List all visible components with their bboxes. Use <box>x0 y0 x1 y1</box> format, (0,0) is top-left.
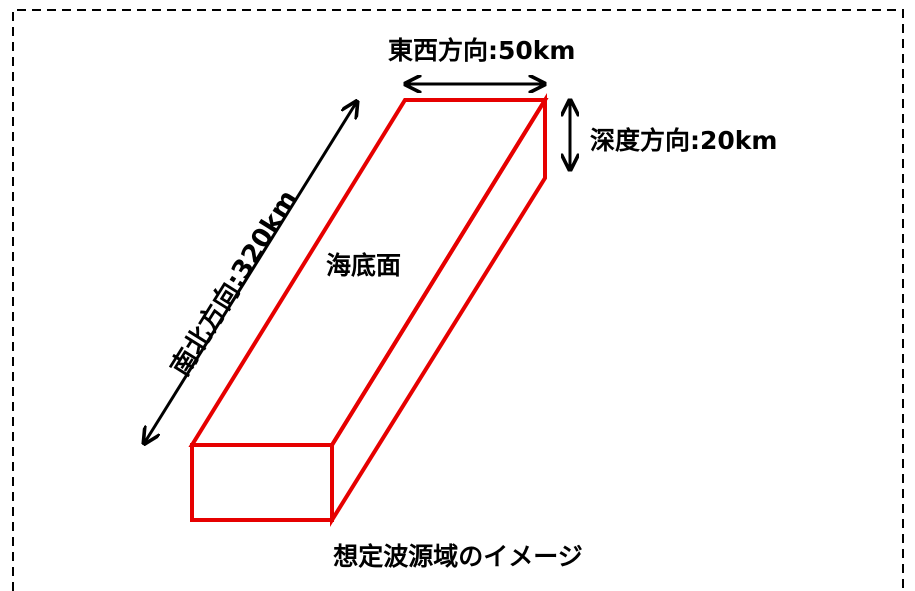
north-south-label: 南北方向:320km <box>165 185 304 382</box>
caption: 想定波源域のイメージ <box>333 542 583 571</box>
depth-label: 深度方向:20km <box>590 126 777 155</box>
box-front-face <box>190 443 334 522</box>
seafloor-label: 海底面 <box>326 251 401 280</box>
box-side-face <box>330 92 547 527</box>
north-south-arrow <box>145 103 356 442</box>
source-box <box>188 92 549 527</box>
east-west-label: 東西方向:50km <box>388 36 575 65</box>
dashed-frame <box>12 9 904 591</box>
